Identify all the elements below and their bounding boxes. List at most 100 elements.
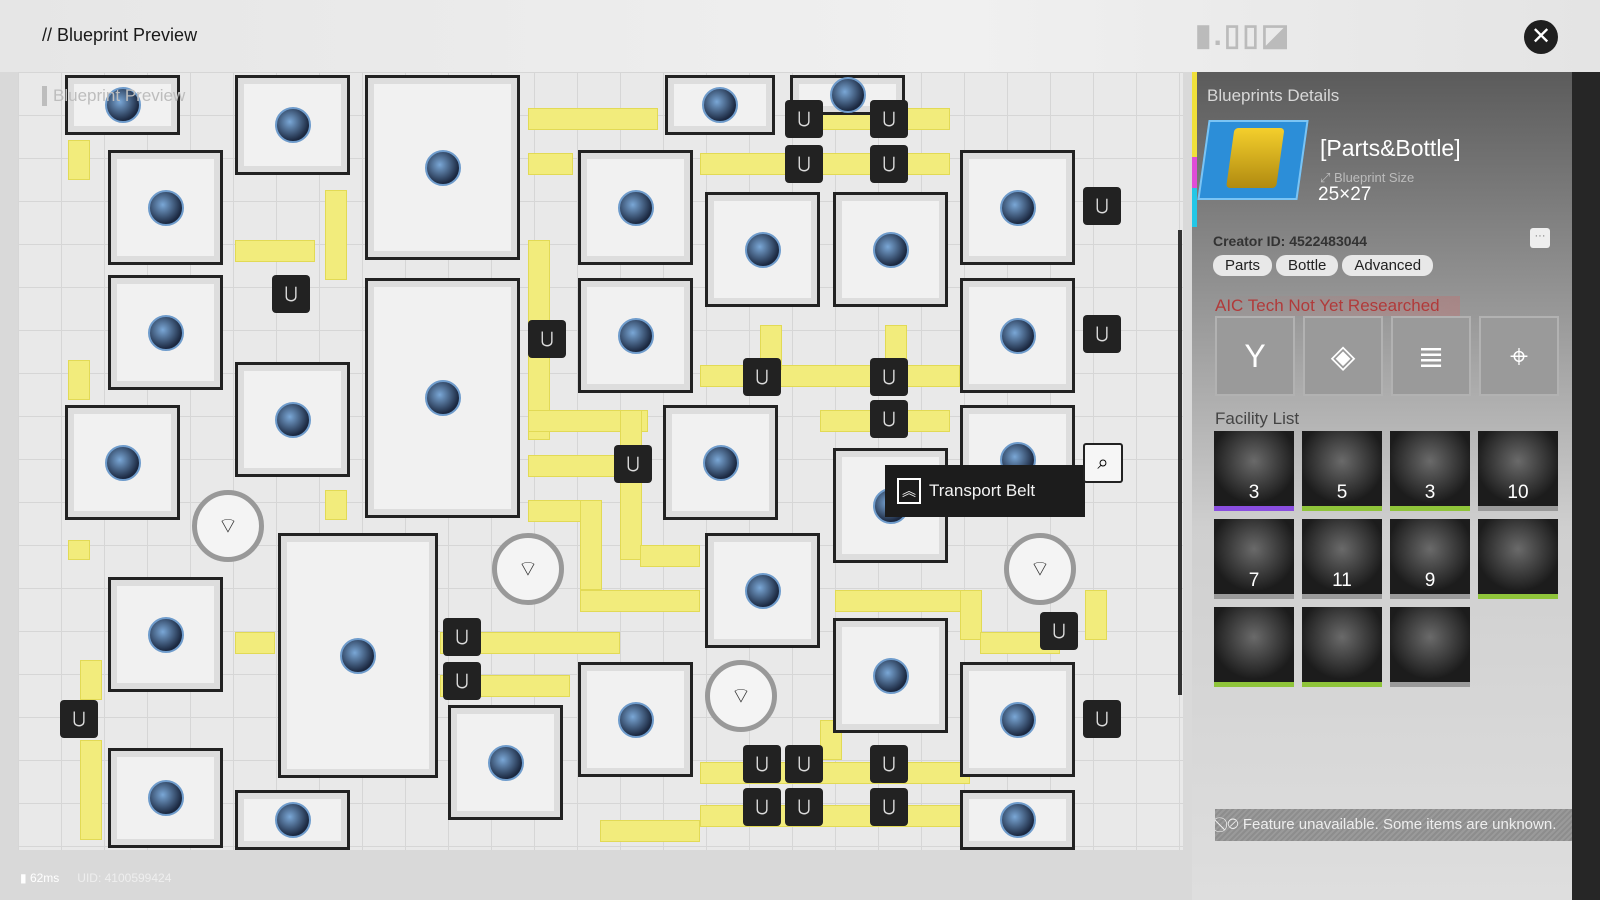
output-item-icon [999,317,1036,354]
inspect-button[interactable]: ⌕ [1083,443,1123,483]
facility-count: 7 [1248,570,1260,591]
belt-connector: ⋃ [870,400,908,438]
size-label-text: Blueprint Size [1334,170,1415,185]
tech-frame-icon[interactable]: ⌖ [1479,316,1559,396]
output-item-icon [999,189,1036,226]
facility-tile[interactable]: 9 [1390,519,1470,599]
tech-list-icon[interactable]: ≣ [1391,316,1471,396]
belt-connector: ⋃ [1083,187,1121,225]
uid-text: UID: 4100599424 [77,871,172,885]
tech-y-icon[interactable]: Y [1215,316,1295,396]
hover-tooltip: ︽ Transport Belt [885,465,1085,517]
belt-connector: ⋃ [614,445,652,483]
output-item-icon [274,107,311,143]
belt-connector: ⋃ [528,320,566,358]
output-item-icon [617,317,654,354]
blueprint-canvas[interactable]: ⌔⌔⌔⌔⋃⋃⋃⋃⋃⋃⋃⋃⋃⋃⋃⋃⋃⋃⋃⋃⋃⋃⋃⋃⋃⋃⋃ [18,72,1183,850]
belt-connector: ⋃ [785,788,823,826]
facility-count: 5 [1336,482,1348,503]
facility-machine [108,577,223,692]
transport-belt [640,545,700,567]
transport-belt [528,410,648,432]
transport-belt [1085,590,1107,640]
facility-machine [705,192,820,307]
canvas-scrollbar[interactable] [1178,230,1182,695]
facility-machine [578,662,693,777]
facility-machine [108,275,223,390]
facility-machine [833,192,948,307]
facility-machine [235,75,350,175]
output-item-icon [147,314,184,351]
facility-tile[interactable]: 3 [1214,431,1294,511]
transport-belt [835,590,975,612]
transport-belt [600,820,700,842]
facility-count: 11 [1332,570,1352,591]
facility-tile[interactable]: 3 [1390,431,1470,511]
transport-belt [528,153,573,175]
page-title: // Blueprint Preview [42,25,198,45]
facility-machine [235,790,350,850]
facility-tile[interactable] [1214,607,1294,687]
facility-machine [365,278,520,518]
facility-machine [960,790,1075,850]
facility-machine [663,405,778,520]
transport-belt-icon: ︽ [897,478,921,504]
output-item-icon [340,637,376,674]
power-pylon: ⌔ [492,533,564,605]
transport-belt [235,240,315,262]
facility-tile[interactable] [1302,607,1382,687]
belt-connector: ⋃ [443,618,481,656]
transport-belt [68,360,90,400]
output-item-icon [617,701,654,738]
facility-count: 3 [1248,482,1260,503]
belt-connector: ⋃ [870,745,908,783]
belt-connector: ⋃ [743,358,781,396]
facility-tile[interactable]: 10 [1478,431,1558,511]
belt-connector: ⋃ [870,788,908,826]
facility-machine [960,278,1075,393]
belt-connector: ⋃ [743,745,781,783]
tag-bottle: Bottle [1276,255,1339,276]
transport-belt [960,590,982,640]
output-item-icon [999,802,1036,838]
output-item-icon [104,87,141,123]
facility-machine [665,75,775,135]
transport-belt [528,108,658,130]
facility-tile[interactable]: 11 [1302,519,1382,599]
facility-tile[interactable]: 7 [1214,519,1294,599]
transport-belt [620,410,642,560]
facility-tile[interactable] [1478,519,1558,599]
transport-belt [528,500,588,522]
power-pylon: ⌔ [192,490,264,562]
output-item-icon [487,744,524,781]
facility-count: 9 [1424,570,1436,591]
close-button[interactable]: ✕ [1524,20,1558,54]
blueprint-size-value: 25×27 [1318,184,1372,205]
unavailable-banner: ⃠ ⊘ Feature unavailable. Some items are … [1215,809,1572,841]
transport-belt [700,153,950,175]
transport-belt [68,540,90,560]
facility-machine [578,278,693,393]
ping-indicator: ▮ 62ms [20,871,59,885]
facility-machine [278,533,438,778]
facility-machine [578,150,693,265]
belt-connector: ⋃ [443,662,481,700]
facility-tile[interactable] [1390,607,1470,687]
blocked-icon: ⃠ ⊘ [1223,816,1243,833]
belt-connector: ⋃ [1083,315,1121,353]
output-item-icon [702,444,739,481]
belt-connector: ⋃ [870,145,908,183]
side-strip [1572,72,1600,900]
game-logo-watermark: ▮.▯▯◪ [1195,19,1292,52]
ping-text: 62ms [29,871,60,885]
facility-machine [960,662,1075,777]
tech-heading: AIC Tech Not Yet Researched [1215,296,1460,316]
facility-tile[interactable]: 5 [1302,431,1382,511]
belt-connector: ⋃ [870,358,908,396]
more-options-button[interactable]: ··· [1530,228,1550,248]
output-item-icon [274,802,311,838]
transport-belt [440,632,620,654]
transport-belt [235,632,275,654]
blueprint-name: [Parts&Bottle] [1320,135,1461,161]
tech-layers-icon[interactable]: ◈ [1303,316,1383,396]
